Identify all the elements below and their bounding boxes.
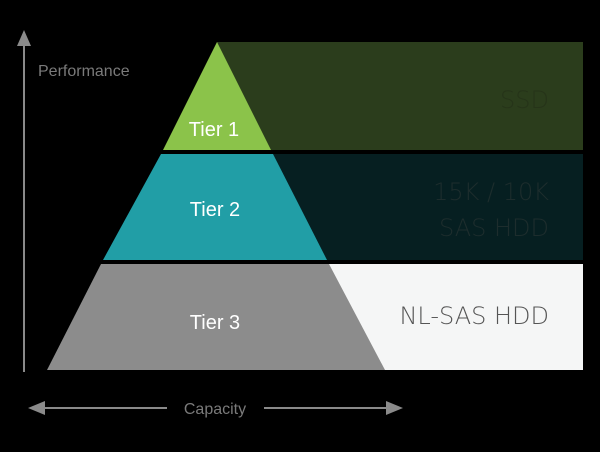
capacity-arrow-left-icon [28,401,45,415]
tier-2-media-label-line-1: 15K / 10K [433,178,549,206]
tier-3-media-label: NL-SAS HDD [399,302,549,330]
capacity-arrow-right-icon [386,401,403,415]
tier-2-segment [103,154,327,260]
tier-1-label: Tier 1 [189,119,239,141]
tier-3-segment [47,264,385,370]
performance-arrow-head-icon [17,30,31,46]
tier-3-label: Tier 3 [190,312,240,334]
performance-axis-label: Performance [38,63,130,80]
capacity-axis-label: Capacity [184,401,246,418]
tier-1-media-band [217,42,583,150]
tier-1-media-label: SSD [500,86,549,114]
tier-1-segment [163,42,271,150]
tier-2-label: Tier 2 [190,199,240,221]
tier-2-media-label-line-2: SAS HDD [439,214,549,242]
